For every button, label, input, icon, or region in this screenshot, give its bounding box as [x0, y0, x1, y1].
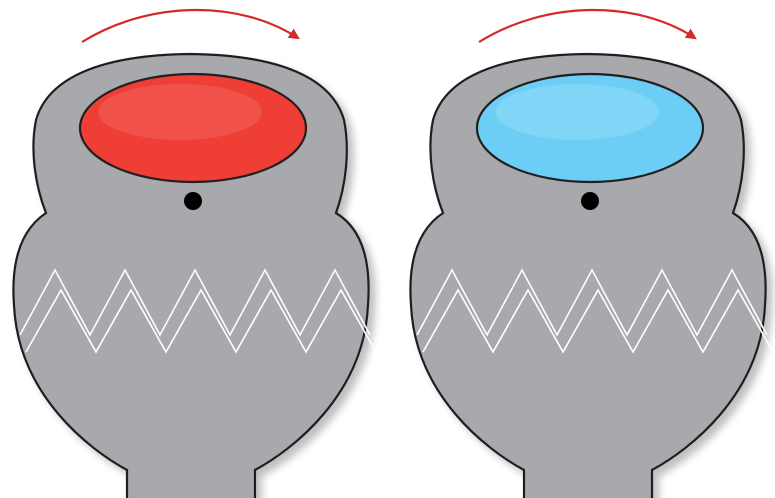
curved-arrow-icon — [478, 8, 697, 43]
vessel-opening-left — [78, 72, 308, 184]
zigzag-decoration — [416, 268, 774, 354]
vessel-opening-right — [475, 72, 705, 184]
pivot-dot-icon — [184, 192, 202, 210]
vessel-panel-left — [12, 8, 377, 498]
curved-arrow-icon — [81, 8, 300, 43]
pivot-dot-icon — [581, 192, 599, 210]
zigzag-decoration — [19, 268, 377, 354]
panels-layer — [12, 8, 774, 498]
vessel-panel-right — [409, 8, 774, 498]
